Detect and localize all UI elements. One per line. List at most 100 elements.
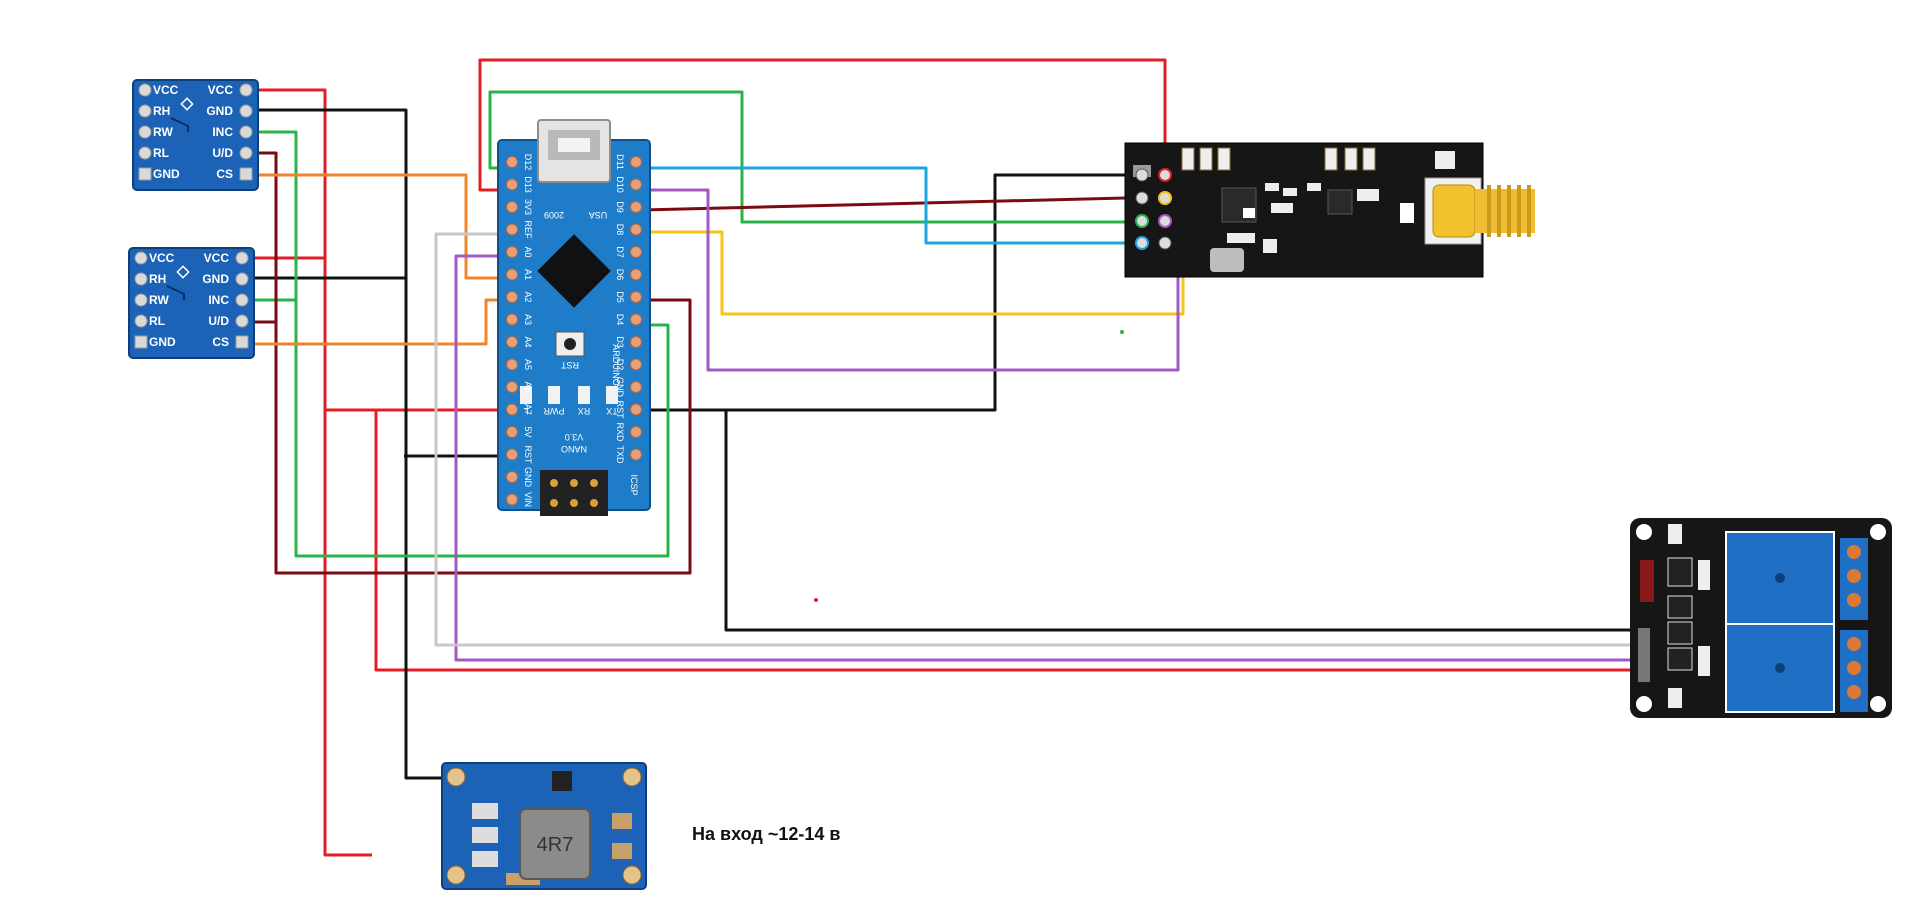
nano-pin bbox=[630, 223, 642, 236]
board-version: V3.0 bbox=[565, 432, 584, 442]
pot-pin-label: RL bbox=[149, 314, 165, 328]
nano-pin-label: VIN bbox=[523, 492, 533, 507]
reset-button-label: RST bbox=[560, 360, 579, 370]
radio-header-pins bbox=[1133, 165, 1172, 250]
pot-1-right-pins: VCC GND INC U/D CS bbox=[206, 83, 253, 181]
nano-pin bbox=[506, 313, 518, 326]
pot-2-right-pins: VCC GND INC U/D CS bbox=[202, 251, 249, 349]
led-label: TX bbox=[606, 406, 618, 416]
pot-1-left-pins: VCC RH RW RL GND bbox=[138, 83, 180, 181]
nano-pin bbox=[506, 493, 518, 506]
nano-pin-label: RST bbox=[615, 401, 625, 420]
wire-gnd-radio bbox=[642, 173, 1125, 412]
crystal-icon bbox=[1210, 248, 1244, 272]
digital-potentiometer-module-2: VCC RH RW RL GND VCC GND INC U/D CS bbox=[128, 247, 255, 359]
pot-pin-label: RH bbox=[149, 272, 166, 286]
nano-pin-label: D7 bbox=[615, 246, 625, 258]
led-label: L bbox=[523, 406, 528, 416]
wire-miso bbox=[642, 196, 1185, 316]
nano-pin bbox=[506, 268, 518, 281]
nano-pin-label: D2 bbox=[615, 359, 625, 371]
radio-smd-components bbox=[1181, 147, 1455, 253]
pot-pin-label: GND bbox=[149, 335, 176, 349]
nano-pin bbox=[630, 291, 642, 303]
relay-input-header bbox=[1638, 560, 1654, 682]
nano-pin bbox=[506, 291, 518, 303]
capacitor-icon bbox=[1243, 208, 1255, 218]
pot-pin-label: RH bbox=[153, 104, 170, 118]
pot-pin-label: CS bbox=[212, 335, 229, 349]
nano-pin-label: D13 bbox=[523, 176, 533, 193]
regulator-chip-icon bbox=[552, 771, 572, 791]
pot-pin-label: GND bbox=[202, 272, 229, 286]
power-input-caption: На вход ~12-14 в bbox=[692, 824, 840, 844]
pot-pin-label: INC bbox=[208, 293, 229, 307]
wire-cs-1 bbox=[248, 173, 506, 280]
nano-pin bbox=[506, 403, 518, 416]
board-model-line1: ARDUINO bbox=[611, 344, 621, 386]
nano-pin-label: A7 bbox=[523, 404, 533, 415]
nano-pin-label: D11 bbox=[615, 154, 625, 170]
relay-terminal-blocks bbox=[1840, 538, 1868, 712]
nano-pin-label: REF bbox=[523, 221, 533, 240]
wire-vcc-radio bbox=[478, 58, 1167, 192]
pot-pin-label: VCC bbox=[149, 251, 175, 265]
nrf24-radio-module bbox=[1124, 142, 1535, 278]
pot-pin-label: RW bbox=[153, 125, 173, 139]
nano-pin bbox=[630, 156, 642, 168]
nano-pin-label: GND bbox=[615, 377, 625, 398]
inductor-icon: 4R7 bbox=[519, 808, 591, 880]
nano-pin bbox=[506, 426, 518, 438]
nano-pin bbox=[506, 336, 518, 348]
nano-pin-label: D3 bbox=[615, 336, 625, 348]
nano-pin bbox=[630, 358, 642, 371]
nano-pin bbox=[506, 448, 518, 461]
nano-pin bbox=[506, 178, 518, 191]
wire-csn bbox=[641, 196, 1126, 212]
usb-connector-icon bbox=[537, 119, 611, 183]
two-channel-relay-module bbox=[1630, 518, 1892, 718]
wires bbox=[248, 58, 1648, 857]
pot-pin-label: RL bbox=[153, 146, 169, 160]
wire-vcc-relay bbox=[374, 410, 1648, 672]
buck-smd-components bbox=[472, 803, 632, 885]
nano-pin bbox=[506, 201, 518, 213]
board-model-line2: NANO bbox=[561, 444, 587, 454]
wire-vcc-pot1 bbox=[248, 88, 372, 857]
board-country: USA bbox=[589, 210, 608, 220]
pot-pin-label: GND bbox=[206, 104, 233, 118]
nano-pin-label: RXD bbox=[615, 422, 625, 442]
capacitor-icon bbox=[1400, 203, 1414, 223]
wire-ce-radio bbox=[488, 90, 1150, 224]
nano-pin-label: GND bbox=[523, 467, 533, 488]
wire-inc bbox=[248, 130, 670, 558]
nano-pin bbox=[506, 358, 518, 371]
pot-pin-label: U/D bbox=[212, 146, 233, 160]
nano-pin-label: D10 bbox=[615, 176, 625, 193]
nano-pin bbox=[630, 448, 642, 461]
nano-pin bbox=[630, 246, 642, 258]
nano-pin-label: A2 bbox=[523, 291, 533, 302]
icsp-header-icon bbox=[540, 470, 608, 516]
wire-relay-in2 bbox=[454, 254, 1648, 662]
icsp-label: ICSP bbox=[629, 474, 639, 495]
pot-pin-label: VCC bbox=[208, 83, 234, 97]
wire-cs-2 bbox=[248, 298, 506, 346]
antenna-connector-icon bbox=[1424, 177, 1535, 245]
status-leds: L PWR RX TX bbox=[520, 386, 618, 416]
nano-pin-label: D12 bbox=[523, 154, 533, 171]
nano-pin-label: D6 bbox=[615, 269, 625, 281]
pot-pin-label: VCC bbox=[153, 83, 179, 97]
board-silkscreen: 2009 USA ARDUINO V3.0 NANO ICSP bbox=[544, 210, 639, 496]
nano-pin-label: D8 bbox=[615, 224, 625, 236]
nano-pin-label: D4 bbox=[615, 314, 625, 326]
led-label: RX bbox=[578, 406, 591, 416]
nano-pin bbox=[506, 471, 518, 483]
nano-pin-label: A6 bbox=[523, 381, 533, 392]
led-label: PWR bbox=[543, 406, 564, 416]
nano-pin-label: A4 bbox=[523, 336, 533, 347]
microcontroller-chip-icon bbox=[537, 234, 611, 308]
